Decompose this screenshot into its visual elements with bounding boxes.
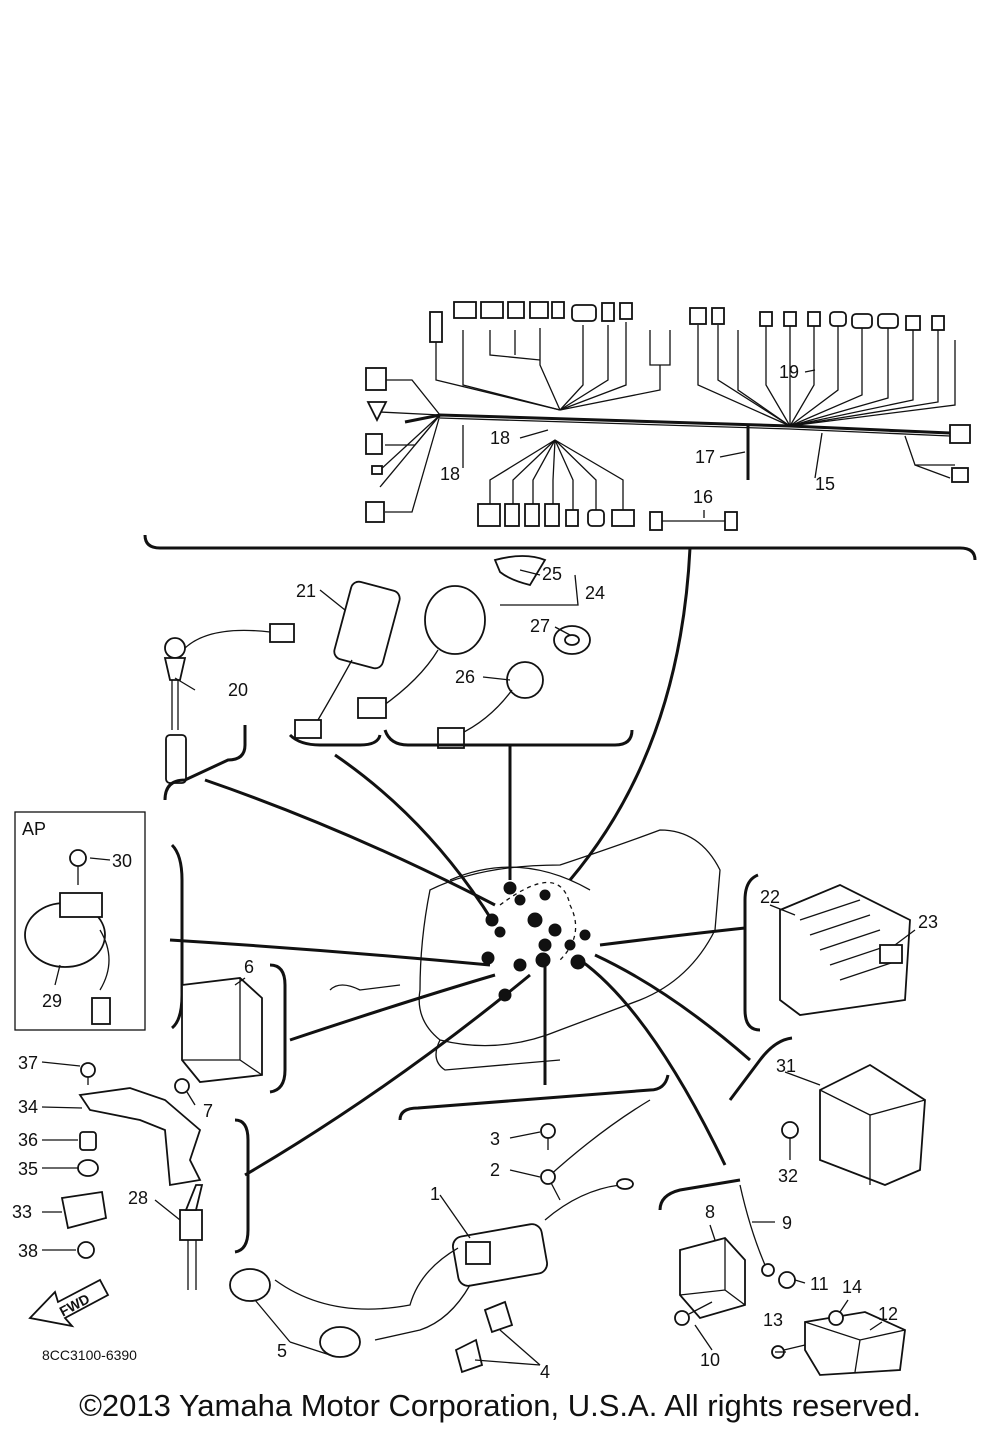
callout-14: 14 — [842, 1277, 862, 1297]
callout-29: 29 — [42, 991, 62, 1011]
callout-37: 37 — [18, 1053, 38, 1073]
callout-34: 34 — [18, 1097, 38, 1117]
callout-15: 15 — [815, 474, 835, 494]
callout-36: 36 — [18, 1130, 38, 1150]
inset-label: AP — [22, 819, 46, 839]
callout-16: 16 — [693, 487, 713, 507]
callout-17: 17 — [695, 447, 715, 467]
callout-23: 23 — [918, 912, 938, 932]
callout-9: 9 — [782, 1213, 792, 1233]
callout-28: 28 — [128, 1188, 148, 1208]
callout-8: 8 — [705, 1202, 715, 1222]
callout-19: 19 — [779, 362, 799, 382]
callout-18b: 18 — [490, 428, 510, 448]
callout-21: 21 — [296, 581, 316, 601]
callout-33: 33 — [12, 1202, 32, 1222]
callout-6: 6 — [244, 957, 254, 977]
callout-30: 30 — [112, 851, 132, 871]
callout-11: 11 — [810, 1274, 829, 1294]
callout-26: 26 — [455, 667, 475, 687]
callout-7: 7 — [203, 1101, 213, 1121]
copyright-notice: ©2013 Yamaha Motor Corporation, U.S.A. A… — [79, 1388, 921, 1423]
callout-12: 12 — [878, 1304, 898, 1324]
callout-20: 20 — [228, 680, 248, 700]
callout-38: 38 — [18, 1241, 38, 1261]
callout-24: 24 — [585, 583, 605, 603]
drawing-code: 8CC3100-6390 — [42, 1347, 137, 1363]
callout-27: 27 — [530, 616, 550, 636]
callout-13: 13 — [763, 1310, 783, 1330]
callout-leaders — [41, 369, 916, 1366]
callout-35: 35 — [18, 1159, 38, 1179]
callout-32: 32 — [778, 1166, 798, 1186]
callout-31: 31 — [776, 1056, 796, 1076]
callout-4: 4 — [540, 1362, 550, 1382]
callout-10: 10 — [700, 1350, 720, 1370]
callout-25: 25 — [542, 564, 562, 584]
electrical-parts — [14, 555, 926, 1376]
callout-1: 1 — [430, 1184, 440, 1204]
callout-5: 5 — [277, 1341, 287, 1361]
callout-2: 2 — [490, 1160, 500, 1180]
callout-22: 22 — [760, 887, 780, 907]
wire-harness — [143, 301, 977, 881]
callout-3: 3 — [490, 1129, 500, 1149]
callout-18a: 18 — [440, 464, 460, 484]
